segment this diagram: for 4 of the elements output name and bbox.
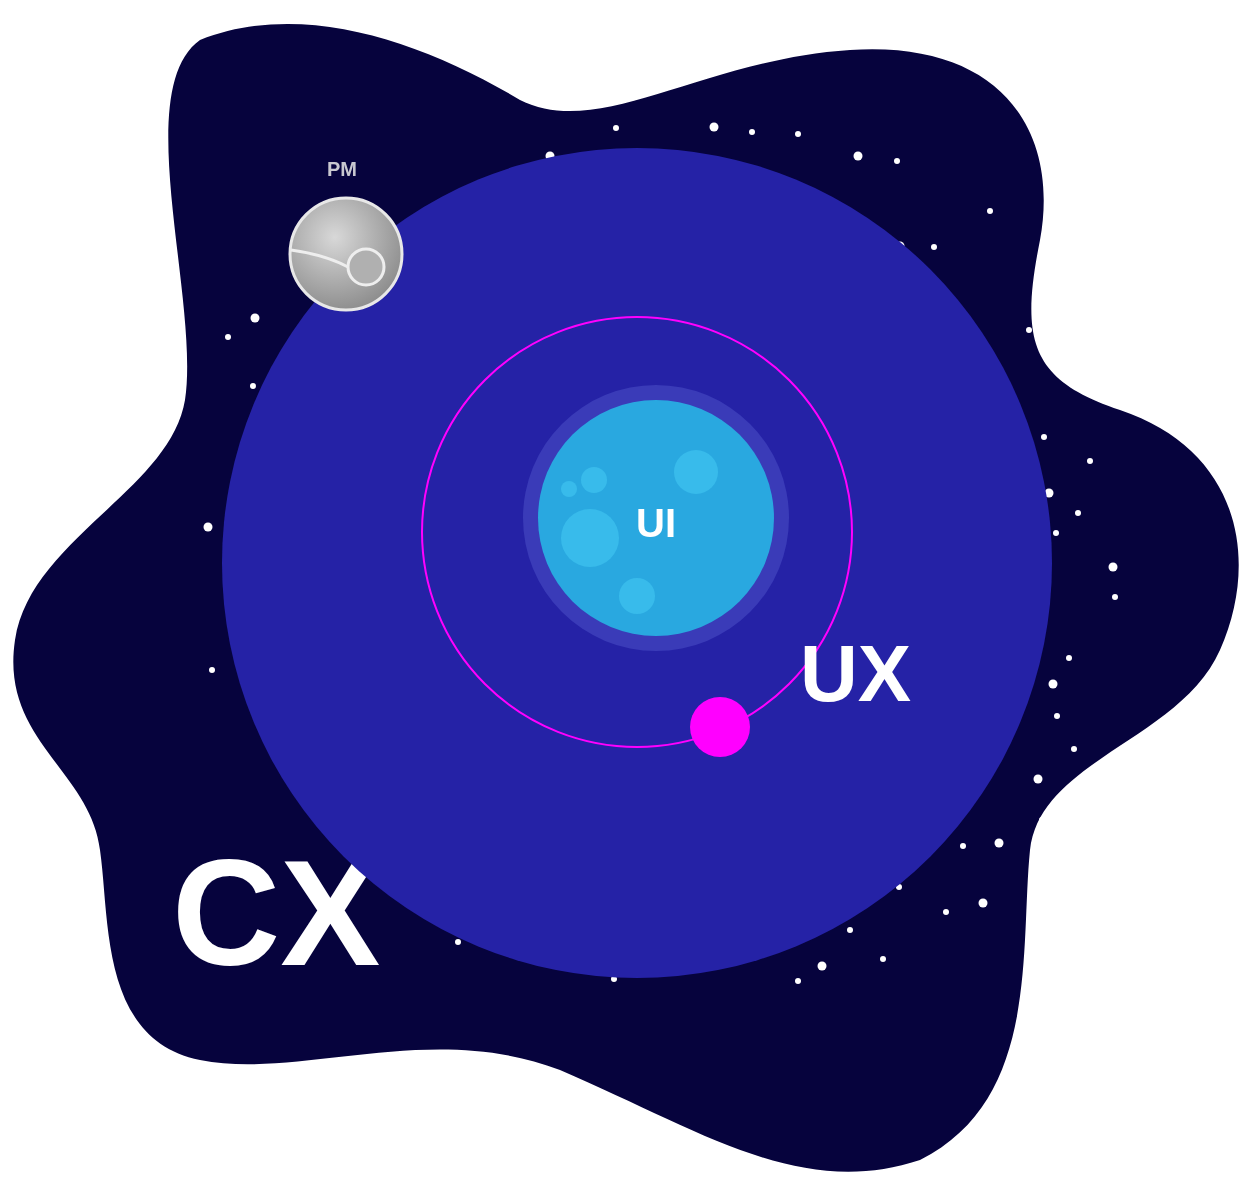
group-label: CX	[172, 838, 381, 988]
orbit-label: UX	[800, 634, 912, 714]
planet-label: UI	[636, 503, 676, 543]
planet-label: PM	[327, 159, 357, 179]
